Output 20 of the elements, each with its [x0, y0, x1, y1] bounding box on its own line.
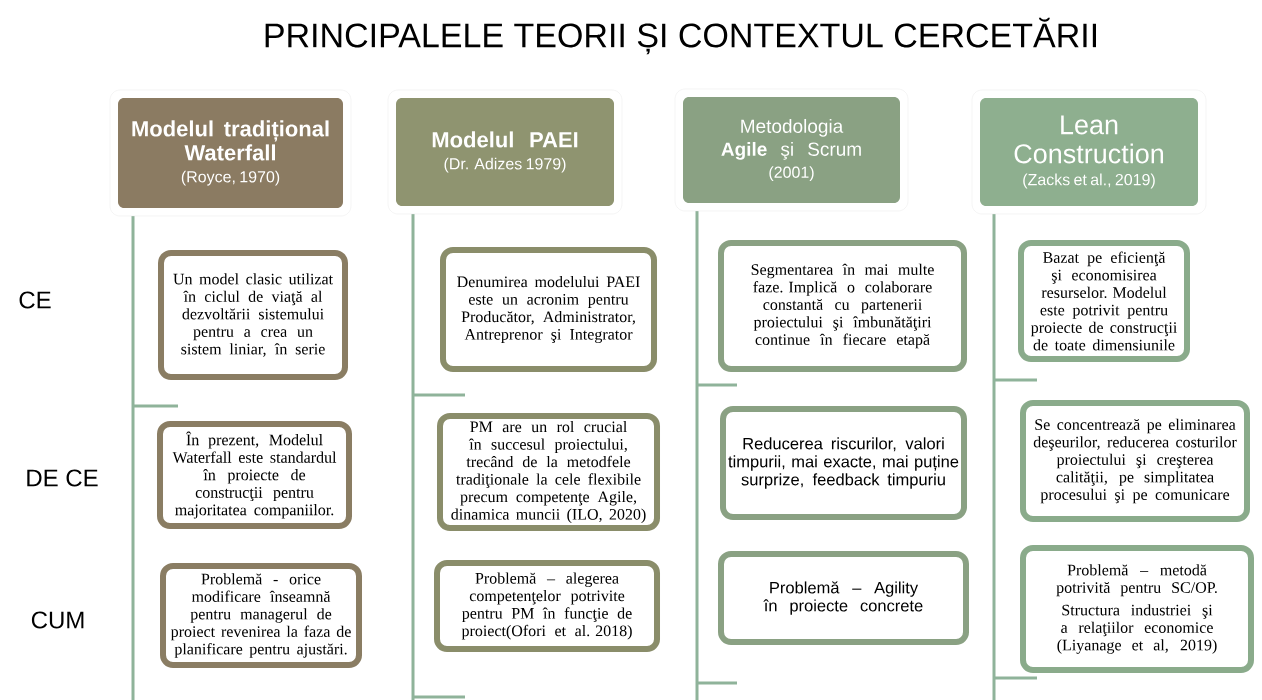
text-box: Segmentarea în mai multe faze. Implică o colaborare constantă cu partenerii proiectului şi îmbunătăţiri continue în fiecare etapă — [718, 240, 967, 372]
text-box: Bazat pe eficienţă şi economisirea resurselor. Modelul este potrivit pentru proiecte de construcţii de toate dimensiunile — [1018, 240, 1190, 362]
header-box: Lean Construction (Zacks et al., 2019) — [971, 89, 1207, 215]
text-box: Denumirea modelului PAEI este un acronim pentru Producător, Administrator, Antreprenor şi Integrator — [440, 247, 657, 372]
row-label: CUM — [31, 611, 84, 629]
row-label: DE CE — [27, 469, 98, 487]
text-box: Problemă – metodă potrivită pentru SC/OP. Structura industriei şi a relaţiilor economice (Liyanage et al, 2019) — [1020, 545, 1254, 673]
text-box: Un model clasic utilizat în ciclul de viaţă al dezvoltării sistemului pentru a crea un sistem liniar, în serie — [158, 250, 348, 380]
text-box: PM are un rol crucial în succesul proiectului, trecând de la metodfele tradiţionale la cele flexibile precum competenţe Agile, dinamica muncii (ILO, 2020) — [437, 413, 660, 531]
text-box: Problemă – alegerea competenţelor potrivite pentru PM în funcţie de proiect(Ofori et al. 2018) — [434, 560, 660, 652]
header-box: Modelul PAEI (Dr. Adizes 1979) — [387, 89, 623, 215]
header-box: Modelul tradițional Waterfall (Royce, 1970) — [109, 89, 352, 217]
row-label: CE — [19, 291, 51, 309]
text-box: Problemă - orice modificare înseamnă pentru managerul de proiect revenirea la faza de planificare pentru ajustări. — [160, 563, 362, 668]
text-box: În prezent, Modelul Waterfall este standardul în proiecte de construcţii pentru majoritatea companiilor. — [157, 421, 352, 529]
text-box: Se concentrează pe eliminarea deşeurilor, reducerea costurilor proiectului şi creşterea calităţii, pe simplitatea procesului şi pe comunicare — [1020, 400, 1250, 522]
text-box: Problemă – Agility în proiecte concrete — [718, 551, 969, 645]
text-box: Reducerea riscurilor, valori timpurii, mai exacte, mai puține surprize, feedback timpuriu — [720, 406, 967, 520]
header-box: Metodologia Agile şi Scrum (2001) — [674, 88, 909, 212]
title: PRINCIPALELE TEORII ȘI CONTEXTUL CERCETĂRII — [265, 17, 1096, 55]
